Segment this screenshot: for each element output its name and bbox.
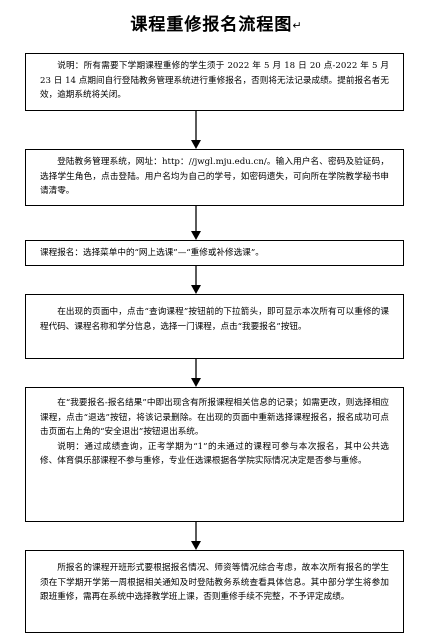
flow-arrow-5 xyxy=(190,522,202,550)
flow-arrow-1 xyxy=(190,111,202,149)
page-title: 课程重修报名流程图↵ xyxy=(130,15,303,35)
paragraph-mark-icon: ↵ xyxy=(292,19,303,32)
flow-step-4: 在出现的页面中，点击“查询课程”按钮前的下拉箭头，即可显示本次所有可以重修的课程… xyxy=(25,294,404,359)
flow-step-3: 课程报名：选择菜单中的“网上选课”—“重修或补修选课”。 xyxy=(25,240,404,266)
step-5-text-main: 在“我要报名-报名结果”中即出现含有所报课程相关信息的记录；如需更改，则选择相应… xyxy=(40,398,389,437)
step-5-text-note: 说明：通过成绩查询，正考学期为“1”的未通过的课程可参与本次报名，其中公共选修、… xyxy=(40,441,389,467)
flow-arrow-3 xyxy=(190,266,202,294)
flow-step-1: 说明：所有需要下学期课程重修的学生须于 2022 年 5 月 18 日 20 点… xyxy=(25,53,404,111)
step-6-text: 所报名的课程开班形式要根据报名情况、师资等情况综合考虑，故本次所有报名的学生须在… xyxy=(40,563,389,602)
flow-step-5: 在“我要报名-报名结果”中即出现含有所报课程相关信息的记录；如需更改，则选择相应… xyxy=(25,387,404,522)
step-1-text: 说明：所有需要下学期课程重修的学生须于 2022 年 5 月 18 日 20 点… xyxy=(40,61,389,100)
flow-arrow-2 xyxy=(190,206,202,240)
flow-arrow-4 xyxy=(190,359,202,387)
step-3-text: 课程报名：选择菜单中的“网上选课”—“重修或补修选课”。 xyxy=(40,248,264,258)
flow-step-6: 所报名的课程开班形式要根据报名情况、师资等情况综合考虑，故本次所有报名的学生须在… xyxy=(25,550,404,633)
step-4-text: 在出现的页面中，点击“查询课程”按钮前的下拉箭头，即可显示本次所有可以重修的课程… xyxy=(40,307,389,332)
step-2-text: 登陆教务管理系统，网址：http：//jwgl.mju.edu.cn/。输入用户… xyxy=(40,157,389,196)
flow-step-2: 登陆教务管理系统，网址：http：//jwgl.mju.edu.cn/。输入用户… xyxy=(25,149,404,206)
